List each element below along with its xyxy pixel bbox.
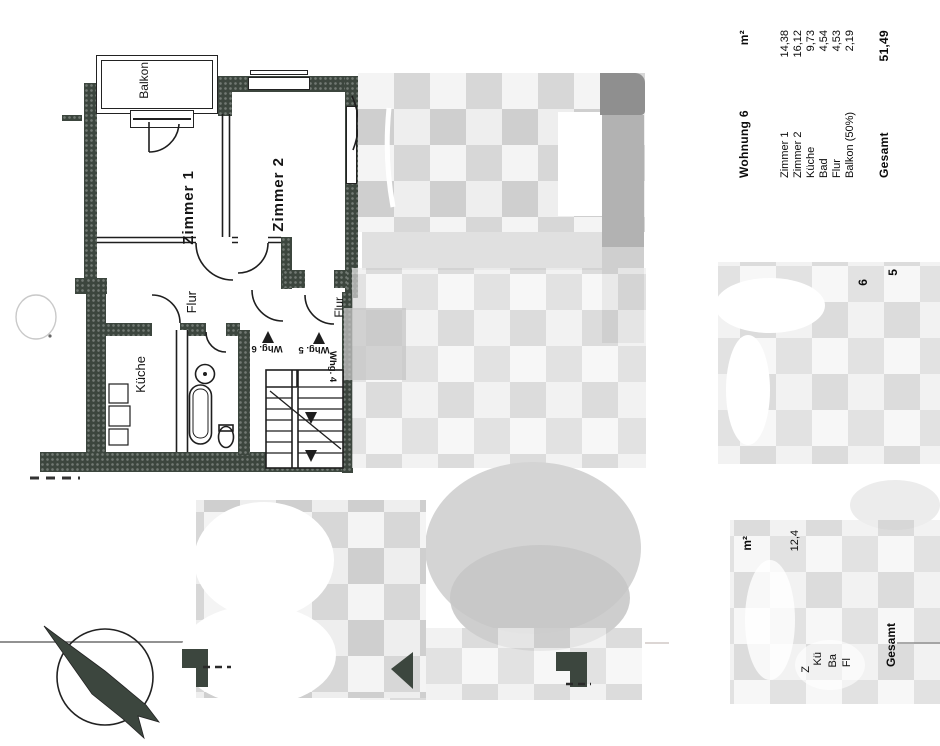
compass-circle [56, 628, 154, 726]
fragment-label-kue: Kü [812, 652, 824, 666]
entry-triangle-whg6 [262, 331, 274, 343]
fragment-total-label: Gesamt [884, 623, 898, 668]
north-arrow-compass [43, 625, 161, 740]
window-top [248, 77, 310, 90]
door-entry-whg6 [251, 289, 284, 322]
wall-hall-landing [281, 237, 292, 289]
partition-cavity [178, 330, 187, 452]
stair-divider [291, 370, 299, 468]
fragment-digit-5: 5 [886, 269, 900, 276]
window-sill-tick [62, 115, 82, 121]
stair-arrow-1 [305, 412, 317, 424]
censor-white-blob-1 [194, 502, 334, 618]
row-label: Zimmer 1 [779, 131, 791, 178]
row-value: 4,54 [818, 30, 830, 52]
fragment-label-ba: Ba [827, 654, 839, 668]
washbasin-icon [194, 363, 216, 385]
row-label: Balkon (50%) [844, 111, 856, 178]
sill-mid-line [133, 118, 191, 120]
censor-white-blob-6 [795, 640, 865, 690]
door-entry-whg5 [304, 294, 335, 325]
wall-landing-a [283, 270, 305, 288]
stair-arrow-2 [305, 450, 317, 462]
censor-dip-patch [344, 308, 406, 380]
row-label: Flur [831, 159, 843, 178]
area-table-rows: Zimmer 1 14,38 Zimmer 2 16,12 Küche 9,73… [779, 26, 857, 178]
wall-kitchen-top-a [86, 323, 152, 336]
wall-stub-1 [182, 649, 208, 687]
door-balcony [148, 122, 180, 153]
wall-stub-3 [556, 652, 587, 687]
area-table-header: Wohnung 6 m² [737, 26, 751, 178]
white-sliver [384, 107, 396, 208]
row-value: 4,53 [831, 30, 843, 52]
balcony-outline [96, 55, 218, 114]
wall-stub-2 [391, 652, 413, 689]
toilet-tank [218, 424, 234, 432]
door-zimmer1 [195, 242, 234, 281]
censor-dark-block [600, 73, 645, 115]
area-table-total: Gesamt 51,49 [877, 26, 891, 178]
pencil-scribble [15, 294, 57, 340]
total-value: 51,49 [877, 30, 891, 62]
wall-bath-right [238, 330, 250, 455]
balcony-door-sill [130, 110, 194, 128]
door-bath [205, 331, 227, 353]
door-zimmer2 [237, 242, 269, 274]
washbasin-drain [203, 372, 207, 376]
area-table-wohnung6: Wohnung 6 m² Zimmer 1 14,38 Zimmer 2 16,… [737, 26, 902, 178]
row-label: Küche [805, 146, 817, 178]
bathtub-inner [192, 388, 209, 439]
wall-corner-balcony [218, 76, 232, 116]
door-kitchen [151, 294, 181, 324]
total-label: Gesamt [877, 132, 891, 178]
fragment-row-value: 12,4 [789, 530, 801, 552]
row-value: 14,38 [779, 30, 791, 58]
toilet-icon [217, 425, 235, 449]
table-row: Flur 4,53 [831, 26, 844, 178]
table-title: Wohnung 6 [737, 110, 751, 178]
table-row: Bad 4,54 [818, 26, 831, 178]
wall-stair-right [342, 292, 353, 473]
wall-left-upper [84, 83, 97, 280]
fragment-unit: m² [740, 536, 754, 551]
row-value: 9,73 [805, 30, 817, 52]
censor-white-blob-3 [715, 278, 825, 333]
bathtub-icon [188, 384, 213, 445]
censor-mid-column [602, 115, 644, 247]
row-label: Zimmer 2 [792, 131, 804, 178]
balcony-inner-line [101, 60, 213, 109]
fragment-label-fl: Fl [841, 658, 853, 668]
row-label: Bad [818, 158, 830, 178]
row-value: 2,19 [844, 30, 856, 52]
censor-band [362, 232, 602, 270]
fragment-label-z: Z [800, 666, 812, 673]
kitchen-units-icon [108, 383, 131, 446]
censor-white-blob-5 [745, 560, 795, 680]
pencil-dot [48, 334, 52, 338]
wall-bath-top [226, 323, 240, 336]
table-unit: m² [737, 30, 751, 46]
censor-white-blob-4 [726, 335, 770, 445]
partition-rooms-hall [97, 236, 281, 244]
censor-white-gap-1 [558, 112, 602, 216]
entry-triangle-whg5 [313, 332, 325, 344]
table-row: Zimmer 1 14,38 [779, 26, 792, 178]
wall-landing-b [334, 270, 347, 288]
table-row: Küche 9,73 [805, 26, 818, 178]
row-value: 16,12 [792, 30, 804, 58]
window-top-outer [250, 70, 308, 75]
wall-left-kitchen [86, 278, 106, 454]
partition-kitchen-bath [175, 330, 189, 452]
stair-direction-line [269, 390, 342, 450]
partition-z1-z2 [221, 114, 231, 237]
table-row: Balkon (50%) 2,19 [844, 26, 857, 178]
table-row: Zimmer 2 16,12 [792, 26, 805, 178]
window-right [346, 106, 357, 184]
fragment-digit-6: 6 [856, 279, 870, 286]
